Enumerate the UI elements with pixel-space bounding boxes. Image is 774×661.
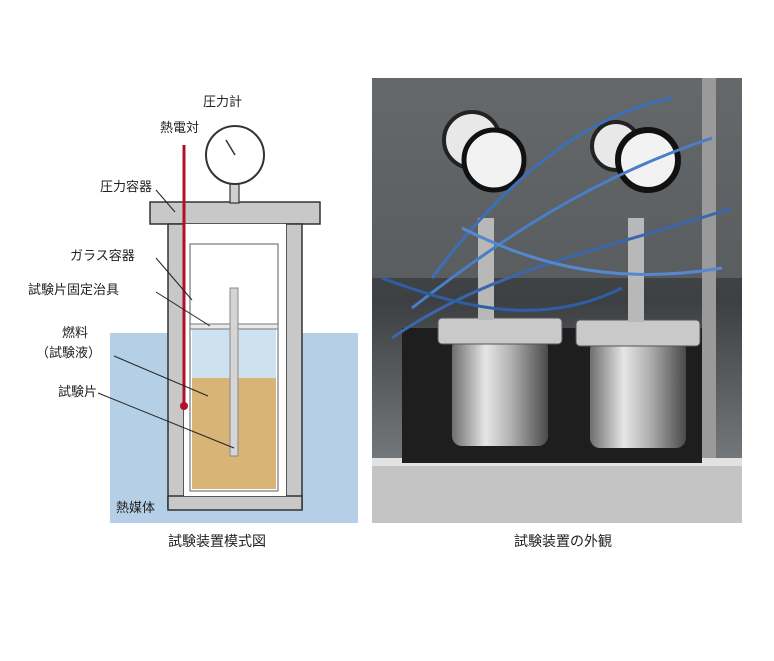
- label-thermocouple: 熱電対: [160, 121, 200, 136]
- label-glass-vessel: ガラス容器: [70, 249, 135, 264]
- label-pressure-gauge: 圧力計: [203, 95, 243, 110]
- leader-pressure-vessel: [155, 189, 176, 213]
- leader-specimen: [97, 392, 235, 449]
- right-vessel-body: [590, 340, 686, 448]
- leader-fuel: [113, 355, 209, 397]
- label-fuel: 燃料: [62, 326, 89, 341]
- photo-back-panel: [372, 78, 742, 278]
- specimen-rod: [229, 287, 239, 457]
- left-gauge-front: [461, 127, 527, 193]
- right-vessel-flange: [575, 319, 701, 347]
- label-pressure-vessel: 圧力容器: [100, 180, 153, 195]
- apparatus-photo: [372, 78, 742, 523]
- tube-4: [461, 226, 723, 276]
- tube-5: [381, 276, 623, 312]
- label-heat-medium: 熱媒体: [116, 501, 156, 516]
- tube-3: [391, 206, 733, 340]
- label-specimen-fixture: 試験片固定治具: [28, 283, 120, 298]
- pressure-vessel-left-wall: [167, 223, 185, 509]
- label-specimen: 試験片: [58, 385, 98, 400]
- tube-1: [430, 96, 673, 279]
- left-vessel-body: [452, 338, 548, 446]
- leader-glass-vessel: [155, 257, 193, 301]
- gauge-stem: [229, 182, 240, 204]
- tube-2: [411, 136, 713, 310]
- left-vessel-flange: [437, 317, 563, 345]
- thermocouple-tip: [180, 402, 188, 410]
- caption-schematic: 試験装置模式図: [168, 534, 266, 550]
- gauge-needle: [225, 139, 236, 156]
- leader-fixture: [155, 291, 211, 327]
- left-vessel-stem: [478, 218, 494, 320]
- caption-photo: 試験装置の外観: [514, 534, 612, 550]
- photo-tray: [372, 463, 742, 523]
- right-gauge-front: [615, 127, 681, 193]
- right-vessel-stem: [628, 218, 644, 322]
- pressure-vessel-lid: [149, 201, 321, 225]
- pressure-vessel-right-wall: [285, 223, 303, 509]
- photo-frame-post: [702, 78, 716, 523]
- label-test-liquid: （試験液）: [36, 346, 102, 361]
- pressure-vessel-bottom: [167, 495, 303, 511]
